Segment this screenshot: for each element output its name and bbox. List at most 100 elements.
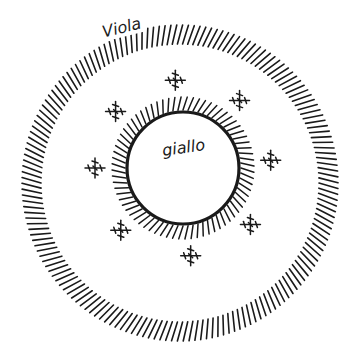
ring-hatch — [295, 260, 308, 275]
ring-hatch — [313, 141, 333, 143]
ring-hatch — [172, 25, 176, 44]
cross-stroke — [233, 98, 235, 104]
ring-hatch — [317, 157, 337, 159]
cross-stroke — [188, 249, 194, 251]
ring-hatch — [310, 131, 330, 133]
ring-hatch — [152, 27, 154, 47]
cross-stroke — [126, 227, 128, 233]
cross-stroke — [172, 73, 178, 75]
cross-stroke — [276, 157, 278, 163]
ring-hatch — [251, 303, 256, 322]
ring-hatch — [40, 252, 59, 257]
ring-hatch — [289, 269, 300, 285]
ring-hatch — [110, 310, 123, 325]
circle-outline — [88, 73, 278, 263]
disc-hatch — [240, 158, 253, 160]
ring-hatch — [95, 303, 109, 316]
ring-hatch — [109, 42, 113, 61]
ring-hatch — [43, 256, 62, 261]
ring-hatch — [100, 305, 114, 319]
disc-hatch — [239, 152, 253, 154]
disc-hatch — [178, 97, 181, 110]
ring-hatch — [242, 44, 255, 58]
ring-hatch — [286, 273, 297, 289]
ring-hatch — [141, 30, 143, 50]
disc-hatch — [113, 181, 127, 183]
ring-hatch — [260, 57, 275, 69]
cross-stroke — [268, 153, 274, 155]
ring-hatch — [85, 297, 100, 309]
ring-hatch — [303, 247, 317, 261]
cross-mark — [240, 215, 260, 235]
cross-stroke — [113, 104, 119, 106]
disc-hatch — [220, 116, 232, 123]
ring-hatch — [183, 25, 189, 44]
disc-hatch — [231, 131, 244, 135]
cross-stroke — [264, 157, 266, 163]
ring-hatch — [167, 25, 171, 44]
ring-hatch — [316, 152, 336, 153]
cross-stroke — [180, 77, 182, 83]
ring-hatch — [76, 291, 92, 302]
ring-hatch — [63, 77, 74, 93]
ring-hatch — [23, 201, 43, 204]
ring-hatch — [46, 260, 65, 266]
ring-hatch — [313, 224, 329, 235]
ring-hatch — [292, 265, 304, 281]
ring-hatch — [126, 315, 137, 331]
ring-hatch — [260, 297, 266, 316]
color-label: Viola — [99, 14, 145, 42]
cross-stroke — [118, 223, 124, 225]
ring-hatch — [131, 33, 132, 53]
disc-hatch — [179, 226, 183, 239]
ring-hatch — [162, 26, 165, 45]
ring-hatch — [59, 81, 70, 97]
cross-stroke — [93, 166, 97, 170]
cross-stroke — [237, 106, 243, 108]
ring-hatch — [35, 243, 54, 246]
ring-hatch — [318, 168, 337, 171]
disc-hatch — [117, 193, 130, 195]
ring-hatch — [33, 238, 53, 240]
disc-hatch — [167, 98, 169, 112]
disc-hatch — [208, 221, 210, 234]
cross-stroke — [109, 108, 111, 114]
ring-hatch — [310, 233, 326, 245]
ring-hatch — [22, 177, 41, 183]
ring-hatch — [301, 252, 315, 266]
disc-hatch — [224, 121, 236, 127]
disc-hatch — [136, 115, 142, 127]
outer-circle: gialloViola — [20, 23, 340, 343]
cross-stroke — [92, 173, 98, 175]
cross-stroke — [121, 108, 123, 114]
ring-hatch — [43, 105, 57, 119]
ring-hatch — [104, 44, 109, 63]
ring-hatch — [255, 300, 261, 319]
disc-hatch — [185, 226, 188, 239]
ring-hatch — [233, 39, 245, 54]
yellow-disc — [85, 70, 281, 265]
ring-hatch — [251, 50, 265, 63]
ring-hatch — [46, 100, 60, 114]
disc-outline — [127, 112, 239, 224]
ring-hatch — [306, 243, 321, 256]
disc-hatch — [216, 216, 220, 229]
disc-hatch — [241, 168, 254, 172]
ring-hatch — [228, 37, 240, 53]
ring-hatch — [99, 47, 105, 66]
ring-hatch — [89, 54, 96, 72]
ring-hatch — [306, 120, 325, 123]
ring-hatch — [37, 115, 52, 128]
cross-stroke — [100, 165, 102, 171]
ring-hatch — [298, 256, 311, 271]
ring-hatch — [52, 90, 65, 105]
ring-hatch — [105, 307, 118, 321]
ring-hatch — [247, 305, 251, 324]
ring-hatch — [37, 247, 56, 251]
ring-hatch — [49, 265, 68, 272]
cross-stroke — [173, 78, 177, 82]
disc-hatch — [112, 176, 125, 178]
disc-hatch — [157, 102, 159, 115]
